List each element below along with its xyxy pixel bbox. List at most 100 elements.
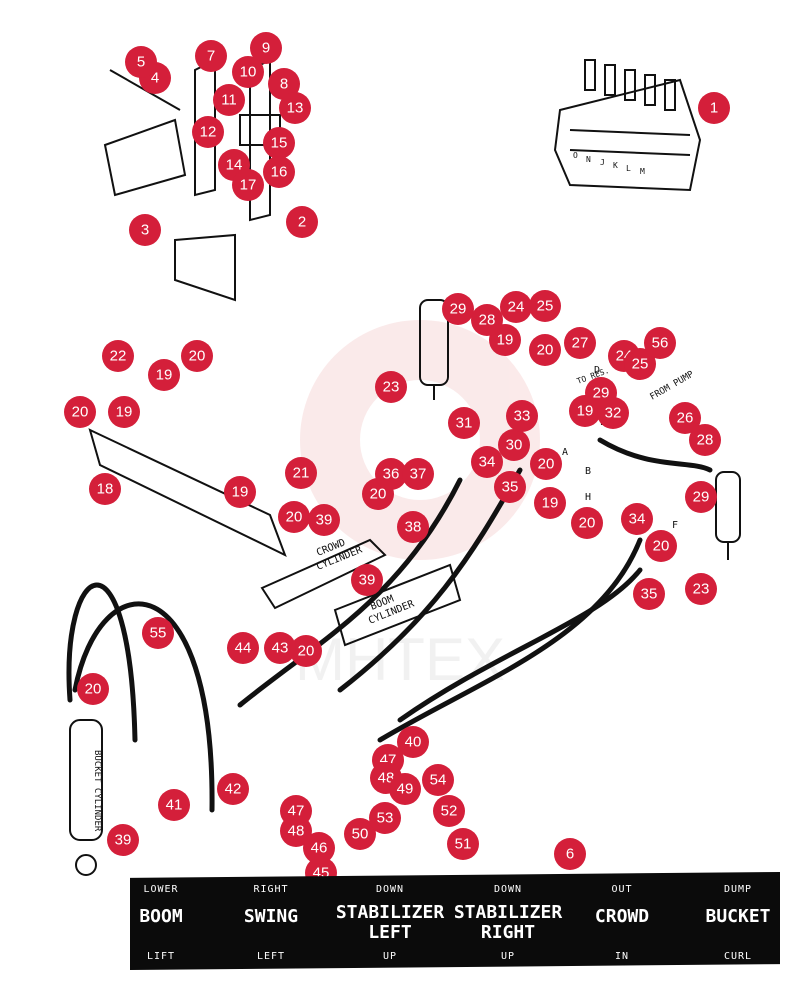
decal-bottom: LEFT <box>256 951 286 962</box>
svg-text:39: 39 <box>359 572 376 589</box>
decal-main: BOOM <box>139 906 183 927</box>
callout: 9 <box>250 32 282 64</box>
callout: 13 <box>279 92 311 124</box>
decal-main-2: LEFT <box>368 922 412 943</box>
svg-text:39: 39 <box>316 512 333 529</box>
callout: 8 <box>268 68 300 100</box>
callout: 54 <box>422 764 454 796</box>
svg-text:19: 19 <box>497 332 514 349</box>
svg-text:20: 20 <box>537 342 554 359</box>
callout: 25 <box>624 348 656 380</box>
svg-text:20: 20 <box>653 538 670 555</box>
svg-text:9: 9 <box>262 40 270 57</box>
callout: 19 <box>534 487 566 519</box>
svg-text:27: 27 <box>572 335 589 352</box>
callout: 48 <box>280 815 312 847</box>
callout: 50 <box>344 818 376 850</box>
decal-main: STABILIZER <box>453 902 563 923</box>
decal-bottom: CURL <box>723 951 753 962</box>
hose-letter: D <box>594 365 600 376</box>
callout: 20 <box>77 673 109 705</box>
bucket-cylinder-label: BUCKET CYLINDER <box>92 750 102 832</box>
decal-main: STABILIZER <box>335 902 445 923</box>
svg-text:32: 32 <box>605 405 622 422</box>
callout: 2 <box>286 206 318 238</box>
cylinders <box>69 299 741 876</box>
svg-text:8: 8 <box>280 76 288 93</box>
svg-text:10: 10 <box>240 64 257 81</box>
decal-top: OUT <box>611 884 633 895</box>
svg-text:50: 50 <box>352 826 369 843</box>
callout: 20 <box>64 396 96 428</box>
decal-bottom: UP <box>382 951 398 962</box>
callout: 6 <box>554 838 586 870</box>
svg-text:43: 43 <box>272 640 289 657</box>
callout: 36 <box>375 458 407 490</box>
callout: 3 <box>129 214 161 246</box>
svg-text:5: 5 <box>137 54 145 71</box>
callout: 31 <box>448 407 480 439</box>
callout: 35 <box>633 578 665 610</box>
decal-top: RIGHT <box>253 884 289 895</box>
callout: 43 <box>264 632 296 664</box>
svg-text:29: 29 <box>693 489 710 506</box>
hose-letter: B <box>585 466 591 477</box>
valve-letter: K <box>613 161 618 170</box>
svg-text:31: 31 <box>456 415 473 432</box>
valve-letter: M <box>640 167 645 176</box>
callout: 12 <box>192 116 224 148</box>
svg-text:42: 42 <box>225 781 242 798</box>
svg-text:20: 20 <box>189 348 206 365</box>
svg-text:26: 26 <box>677 410 694 427</box>
svg-text:46: 46 <box>311 840 328 857</box>
svg-text:29: 29 <box>450 301 467 318</box>
callout: 20 <box>278 501 310 533</box>
svg-text:16: 16 <box>271 164 288 181</box>
callout: 11 <box>213 84 245 116</box>
decal-stabilizer-left: DOWN STABILIZER LEFT UP <box>330 872 450 970</box>
callout: 53 <box>369 802 401 834</box>
callout: 21 <box>285 457 317 489</box>
decal-top: DOWN <box>375 884 405 895</box>
decal-main-2: RIGHT <box>480 922 536 943</box>
decal-main: SWING <box>243 906 299 927</box>
svg-text:53: 53 <box>377 810 394 827</box>
svg-text:18: 18 <box>97 481 114 498</box>
valve-letter: N <box>586 155 591 164</box>
svg-text:2: 2 <box>298 214 306 231</box>
svg-text:36: 36 <box>383 466 400 483</box>
svg-text:11: 11 <box>221 92 237 109</box>
callout: 44 <box>227 632 259 664</box>
callout: 41 <box>158 789 190 821</box>
svg-text:52: 52 <box>441 803 458 820</box>
hose-letter: A <box>562 447 568 458</box>
svg-text:25: 25 <box>632 356 649 373</box>
svg-text:29: 29 <box>593 385 610 402</box>
svg-text:51: 51 <box>455 836 472 853</box>
decal-bottom: LIFT <box>146 951 176 962</box>
callout: 39 <box>351 564 383 596</box>
callout: 23 <box>375 371 407 403</box>
callout: 25 <box>529 290 561 322</box>
callout: 17 <box>232 169 264 201</box>
callout: 24 <box>500 291 532 323</box>
decal-top: DUMP <box>723 884 753 895</box>
svg-text:20: 20 <box>579 515 596 532</box>
decal-top: DOWN <box>493 884 523 895</box>
decal-main: CROWD <box>594 906 650 927</box>
callout: 27 <box>564 327 596 359</box>
callout: 34 <box>621 503 653 535</box>
svg-text:39: 39 <box>115 832 132 849</box>
svg-text:24: 24 <box>508 299 525 316</box>
callout: 7 <box>195 40 227 72</box>
svg-text:19: 19 <box>156 367 173 384</box>
from-pump-label: FROM PUMP <box>649 369 697 402</box>
decal-top: LOWER <box>143 884 179 895</box>
callout: 56 <box>644 327 676 359</box>
callout: 19 <box>148 359 180 391</box>
decal-bucket: DUMP BUCKET CURL <box>696 872 780 970</box>
svg-text:19: 19 <box>577 403 594 420</box>
control-valve <box>553 59 702 192</box>
callout: 28 <box>689 424 721 456</box>
